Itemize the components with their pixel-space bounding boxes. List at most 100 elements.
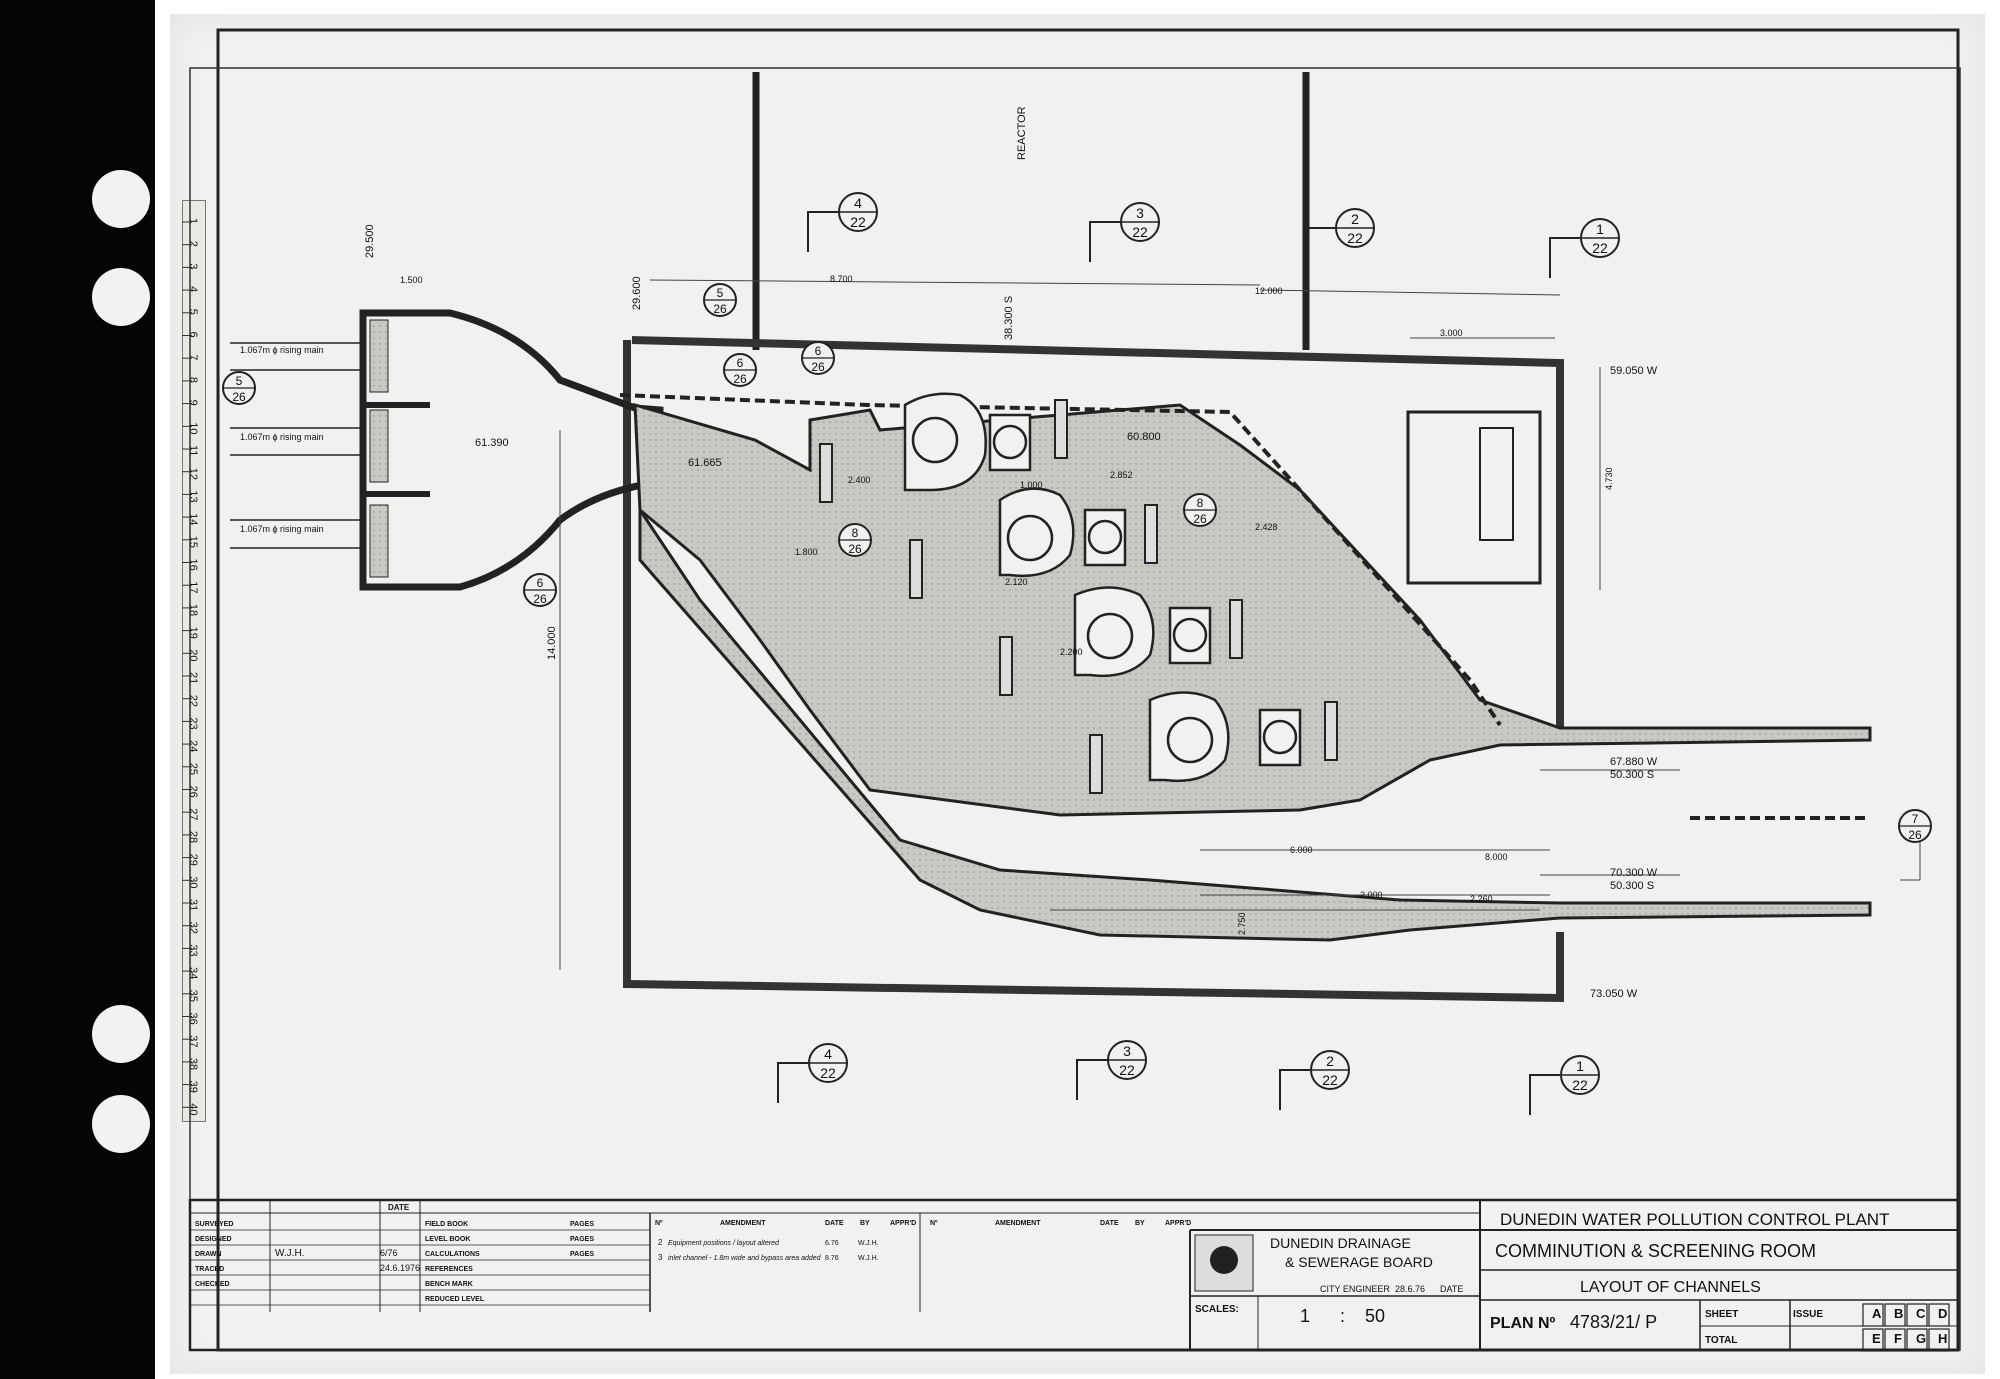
bar-screens (819, 399, 1338, 794)
detail-marker-top: 6 (737, 356, 744, 370)
issue-letter: F (1894, 1331, 1902, 1346)
record-date: 24.6.1976 (380, 1263, 420, 1273)
ruler-number: 24 (187, 740, 199, 752)
scale-value-a: 1 (1300, 1306, 1310, 1326)
dimension-lines (559, 279, 1921, 970)
section-marker-top: 4 (854, 195, 862, 211)
dim-text: 14.000 (546, 626, 558, 660)
dim-text: 67.880 W (1610, 756, 1658, 768)
record-role-label: TRACED (195, 1266, 224, 1273)
record-date-header: DATE (388, 1203, 410, 1212)
ruler-number: 35 (187, 990, 199, 1002)
ruler-number: 17 (187, 581, 199, 593)
amendment-no: 3 (658, 1253, 663, 1262)
issue-letter: G (1916, 1331, 1926, 1346)
section-marker-top: 1 (1596, 221, 1604, 237)
record-field-label: FIELD BOOK (425, 1221, 468, 1228)
dim-text: 1.800 (795, 547, 818, 557)
issue-letter: B (1894, 1306, 1903, 1321)
dim-text: 70.300 W (1610, 867, 1658, 879)
plan-label: PLAN Nº (1490, 1315, 1556, 1332)
crest-emblem-icon (1210, 1246, 1238, 1274)
section-cut-line (1076, 1059, 1107, 1100)
dim-text: 1.500 (400, 275, 423, 285)
dim-text: 38.300 S (1003, 296, 1015, 340)
ruler-number: 34 (187, 967, 199, 979)
channel-edge-dashed (619, 393, 1502, 727)
city-engineer-label: CITY ENGINEER (1320, 1284, 1390, 1294)
record-date: 6/76 (380, 1248, 398, 1258)
ruler-number: 38 (187, 1058, 199, 1070)
section-marker-bottom: 22 (1592, 240, 1608, 256)
detail-marker-top: 5 (717, 286, 724, 300)
record-pages-label: PAGES (570, 1251, 594, 1258)
detail-marker-top: 6 (815, 344, 822, 358)
plan-number: 4783/21/ P (1570, 1312, 1657, 1332)
ruler-number: 29 (187, 854, 199, 866)
ruler-number: 33 (187, 944, 199, 956)
record-pages-label: PAGES (570, 1236, 594, 1243)
amendment-date: 6.76 (825, 1240, 839, 1247)
scales-label: SCALES: (1195, 1304, 1239, 1315)
section-marker-top: 2 (1326, 1053, 1334, 1069)
amendment-no: 2 (658, 1238, 663, 1247)
dim-text: 50.300 S (1610, 880, 1654, 892)
amendment-by: W.J.H. (858, 1240, 879, 1247)
dim-text: 29.500 (364, 224, 376, 258)
ruler-number: 8 (187, 377, 199, 383)
ruler-number: 13 (187, 490, 199, 502)
ruler-number: 15 (187, 536, 199, 548)
issue-letter-box (1862, 1303, 1884, 1327)
ruler-number: 26 (187, 786, 199, 798)
dim-text: 2.400 (848, 475, 871, 485)
ruler-number: 2 (187, 241, 199, 247)
amendment-header: Nº (655, 1220, 663, 1227)
ruler-number: 7 (187, 354, 199, 360)
punch-hole (92, 1005, 150, 1063)
section-marker-top: 3 (1123, 1043, 1131, 1059)
section-marker-top: 3 (1136, 205, 1144, 221)
issue-letter-box (1884, 1328, 1906, 1352)
dim-text: 2.750 (1237, 912, 1247, 935)
total-label: TOTAL (1705, 1335, 1737, 1346)
ruler-number: 3 (187, 263, 199, 269)
detail-marker-top: 7 (1912, 812, 1919, 826)
dim-text: 1.000 (1020, 480, 1043, 490)
detail-marker-top: 5 (236, 374, 243, 388)
record-field-label: CALCULATIONS (425, 1251, 480, 1258)
section-marker-bottom: 22 (1347, 230, 1363, 246)
sheet-label: SHEET (1705, 1309, 1738, 1320)
detail-marker-top: 6 (537, 576, 544, 590)
ruler-number: 36 (187, 1013, 199, 1025)
board-name-2: & SEWERAGE BOARD (1285, 1254, 1433, 1270)
ruler-number: 18 (187, 604, 199, 616)
dim-text: 61.665 (688, 457, 722, 469)
dim-text: 2.120 (1005, 577, 1028, 587)
issue-letter: E (1872, 1331, 1881, 1346)
dim-text: 50.300 S (1610, 769, 1654, 781)
amendment-header: APPR'D (1165, 1220, 1191, 1227)
ruler-number: 5 (187, 309, 199, 315)
dim-text: 2.000 (1360, 890, 1383, 900)
amendment-header: AMENDMENT (995, 1220, 1041, 1227)
dim-text: 6.000 (1290, 845, 1313, 855)
dim-text: 2.428 (1255, 522, 1278, 532)
detail-marker-bottom: 26 (1908, 828, 1922, 842)
issue-letter: D (1938, 1306, 1947, 1321)
city-engineer-date-label: DATE (1440, 1284, 1463, 1294)
section-cut-line (1529, 1074, 1560, 1115)
ruler-number: 16 (187, 559, 199, 571)
detail-marker-bottom: 26 (713, 302, 727, 316)
comminutor-units (903, 392, 1302, 782)
issue-letter: H (1938, 1331, 1947, 1346)
record-role-label: DRAWN (195, 1251, 221, 1258)
detail-marker-bottom: 26 (533, 592, 547, 606)
ruler-number: 12 (187, 468, 199, 480)
ruler-number: 21 (187, 672, 199, 684)
dim-text: 61.390 (475, 437, 509, 449)
ruler-number: 25 (187, 763, 199, 775)
issue-letter-box (1862, 1328, 1884, 1352)
drawing-title-1: COMMINUTION & SCREENING ROOM (1495, 1241, 1816, 1261)
